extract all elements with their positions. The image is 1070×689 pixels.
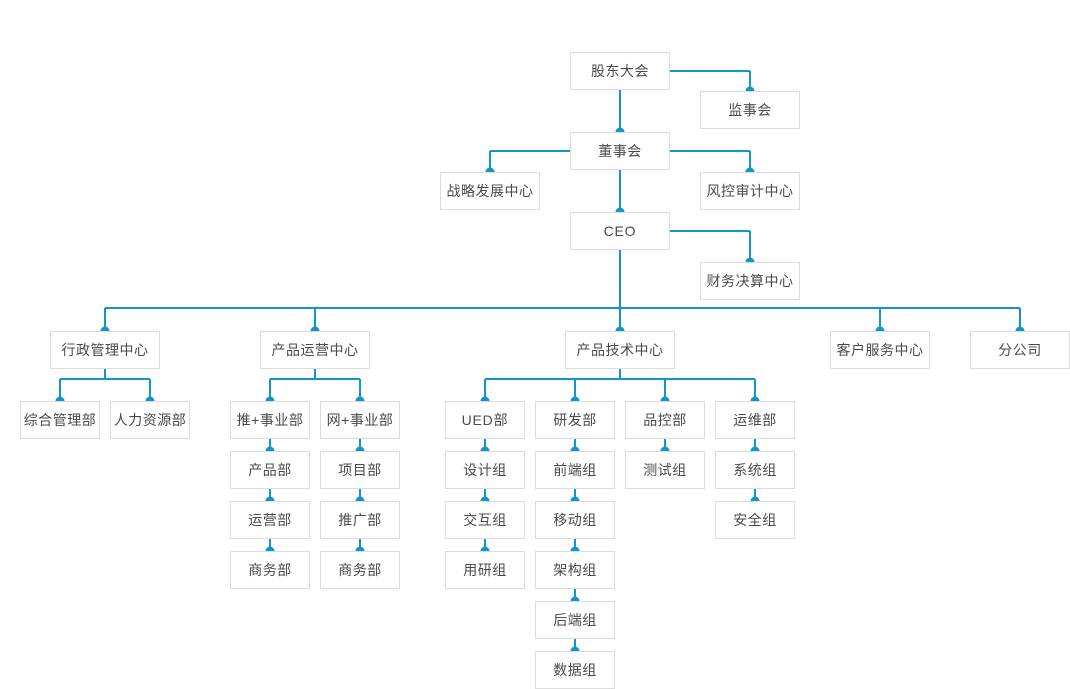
- org-node-system-group[interactable]: 系统组: [715, 451, 795, 489]
- org-node-mobile-group[interactable]: 移动组: [535, 501, 615, 539]
- org-node-board[interactable]: 董事会: [570, 132, 670, 170]
- org-node-branch-company[interactable]: 分公司: [970, 331, 1070, 369]
- org-node-product-dept[interactable]: 产品部: [230, 451, 310, 489]
- org-node-admin-center[interactable]: 行政管理中心: [50, 331, 160, 369]
- org-node-ops-maint-dept[interactable]: 运维部: [715, 401, 795, 439]
- org-node-supervisors[interactable]: 监事会: [700, 91, 800, 129]
- org-node-rnd-dept[interactable]: 研发部: [535, 401, 615, 439]
- org-node-product-tech-center[interactable]: 产品技术中心: [565, 331, 675, 369]
- org-node-shareholders[interactable]: 股东大会: [570, 52, 670, 90]
- org-node-human-resources[interactable]: 人力资源部: [110, 401, 190, 439]
- org-node-wang-division[interactable]: 网+事业部: [320, 401, 400, 439]
- org-node-design-group[interactable]: 设计组: [445, 451, 525, 489]
- org-node-finance-center[interactable]: 财务决算中心: [700, 262, 800, 300]
- org-node-qa-dept[interactable]: 品控部: [625, 401, 705, 439]
- org-node-backend-group[interactable]: 后端组: [535, 601, 615, 639]
- org-node-promotion-dept[interactable]: 推广部: [320, 501, 400, 539]
- org-node-frontend-group[interactable]: 前端组: [535, 451, 615, 489]
- org-node-project-dept[interactable]: 项目部: [320, 451, 400, 489]
- org-node-security-group[interactable]: 安全组: [715, 501, 795, 539]
- org-node-user-research-group[interactable]: 用研组: [445, 551, 525, 589]
- org-node-customer-service[interactable]: 客户服务中心: [830, 331, 930, 369]
- org-node-ceo[interactable]: CEO: [570, 212, 670, 250]
- org-node-business-dept-left[interactable]: 商务部: [230, 551, 310, 589]
- org-node-test-group[interactable]: 测试组: [625, 451, 705, 489]
- org-node-operations-dept[interactable]: 运营部: [230, 501, 310, 539]
- org-node-product-ops-center[interactable]: 产品运营中心: [260, 331, 370, 369]
- org-node-data-group[interactable]: 数据组: [535, 651, 615, 689]
- org-node-business-dept-right[interactable]: 商务部: [320, 551, 400, 589]
- org-node-architecture-group[interactable]: 架构组: [535, 551, 615, 589]
- org-node-ued-dept[interactable]: UED部: [445, 401, 525, 439]
- org-node-general-admin[interactable]: 综合管理部: [20, 401, 100, 439]
- org-node-interaction-group[interactable]: 交互组: [445, 501, 525, 539]
- org-node-tui-division[interactable]: 推+事业部: [230, 401, 310, 439]
- org-node-risk-audit-center[interactable]: 风控审计中心: [700, 172, 800, 210]
- org-node-strategy-center[interactable]: 战略发展中心: [440, 172, 540, 210]
